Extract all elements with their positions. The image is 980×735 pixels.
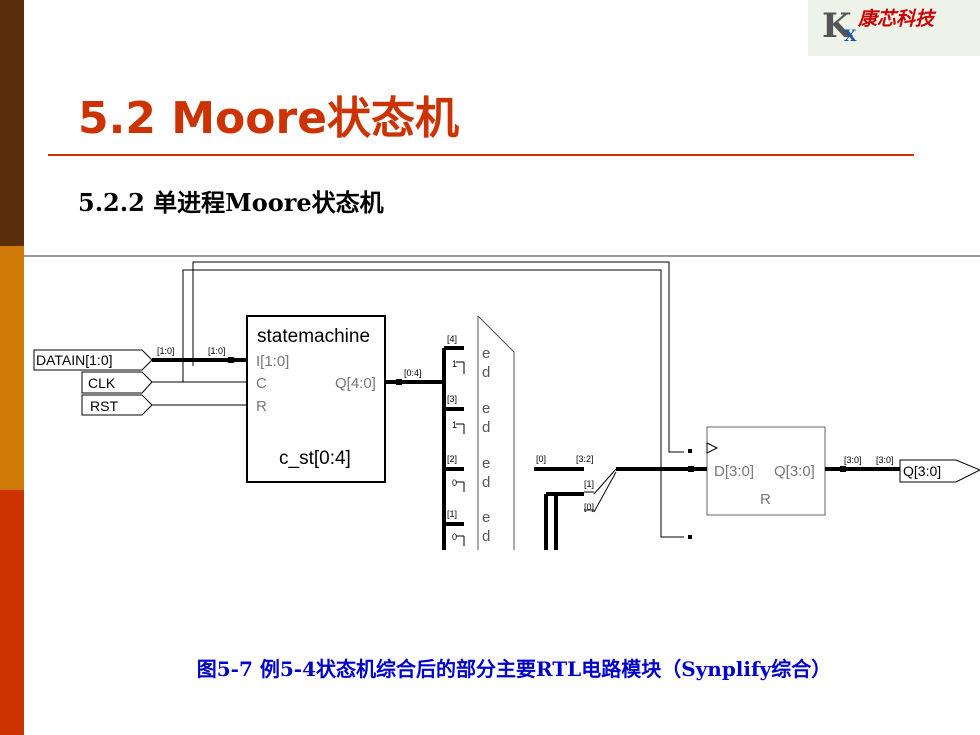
bus-label-sm-out: [0:4] (404, 368, 422, 378)
reg-pin-r: R (760, 491, 771, 508)
mux-const-1a: 1 (452, 359, 457, 369)
mux-const-0b: 0 (452, 532, 457, 542)
logo-name: 康芯科技 (858, 8, 935, 30)
figure-caption: 图5-7 例5-4状态机综合后的部分主要RTL电路模块（Synplify综合） (196, 657, 832, 681)
mux-const-0a: 0 (452, 478, 457, 488)
sm-name: statemachine (257, 326, 370, 347)
left-accent-bar-bottom (0, 490, 24, 735)
title-divider (48, 154, 914, 156)
bus-label-reg-out: [3:0] (844, 455, 862, 465)
reg-pin-q: Q[3:0] (774, 463, 815, 480)
input-port-clk (81, 371, 153, 394)
sm-instance: c_st[0:4] (279, 448, 351, 469)
left-accent-bar-middle (0, 246, 24, 490)
mux-const-1b: 1 (452, 420, 457, 430)
port-label-datain: DATAIN[1:0] (36, 352, 113, 368)
mux-d3: d (482, 474, 490, 491)
logo-mark: K (822, 6, 852, 46)
reg-pin-d: D[3:0] (714, 463, 754, 480)
bus-label-bits32: [3:2] (576, 454, 594, 464)
slide-subtitle: 5.2.2 单进程Moore状态机 (78, 188, 384, 217)
statemachine-block (246, 315, 386, 483)
logo-mark-small: X (844, 26, 857, 45)
left-accent-bar-top (0, 0, 24, 246)
output-port-q (899, 459, 980, 483)
bus-label-bit3: [3] (447, 394, 457, 404)
logo: K X 康芯科技 (808, 0, 980, 56)
sm-pin-q: Q[4:0] (335, 375, 376, 392)
bus-label-split0: [0] (584, 502, 594, 512)
mux-e4: e (482, 509, 490, 526)
mux-d2: d (482, 419, 490, 436)
bus-label-bit0: [0] (536, 454, 546, 464)
bus-label-port-out: [3:0] (876, 455, 894, 465)
input-port-rst (81, 394, 153, 416)
mux-e3: e (482, 455, 490, 472)
bus-label-datain: [1:0] (157, 346, 175, 356)
port-label-rst: RST (90, 398, 118, 414)
mux-d1: d (482, 364, 490, 381)
sm-pin-r: R (256, 398, 267, 415)
port-label-clk: CLK (88, 375, 116, 391)
mux-d4: d (482, 528, 490, 545)
input-port-datain (33, 349, 153, 371)
sm-pin-c: C (256, 375, 267, 392)
port-label-q: Q[3:0] (903, 463, 941, 479)
bus-label-sm-in: [1:0] (208, 346, 226, 356)
slide-title: 5.2 Moore状态机 (78, 93, 460, 144)
bus-label-bit1: [1] (447, 509, 457, 519)
sm-pin-i: I[1:0] (256, 353, 289, 370)
bus-label-bit4: [4] (447, 334, 457, 344)
bus-label-bit2: [2] (447, 454, 457, 464)
bus-label-split1: [1] (584, 479, 594, 489)
mux-e1: e (482, 345, 490, 362)
mux-e2: e (482, 400, 490, 417)
rtl-schematic: DATAIN[1:0] CLK RST Q[3:0] statemachine … (24, 255, 980, 550)
